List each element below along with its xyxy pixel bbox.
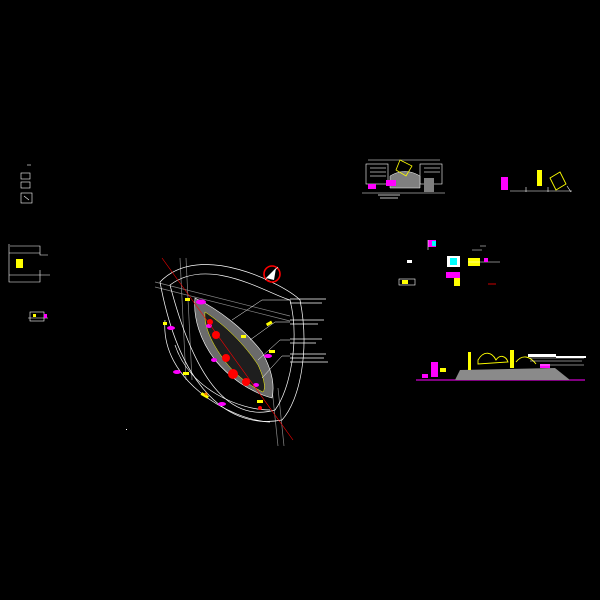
detail-cluster-middle [398, 240, 500, 286]
axis-line [161, 257, 294, 441]
long-section-elevation [416, 350, 586, 381]
yellow-markers [163, 298, 275, 403]
outer-leaf-outline [159, 264, 305, 423]
plan-notes [290, 298, 328, 363]
left-legend-block [20, 164, 33, 204]
red-planters [207, 319, 262, 410]
north-arrow-icon [263, 265, 281, 283]
left-detail-block [8, 244, 50, 322]
stray-mark [126, 429, 127, 430]
leader-lines [231, 299, 290, 379]
inner-leaf-core [204, 311, 265, 393]
elevation-top-left [362, 159, 445, 199]
leaf-shaped-plan [154, 257, 328, 447]
magenta-markers [167, 299, 272, 406]
orange-marker [204, 392, 208, 396]
elevation-top-right [501, 170, 572, 193]
